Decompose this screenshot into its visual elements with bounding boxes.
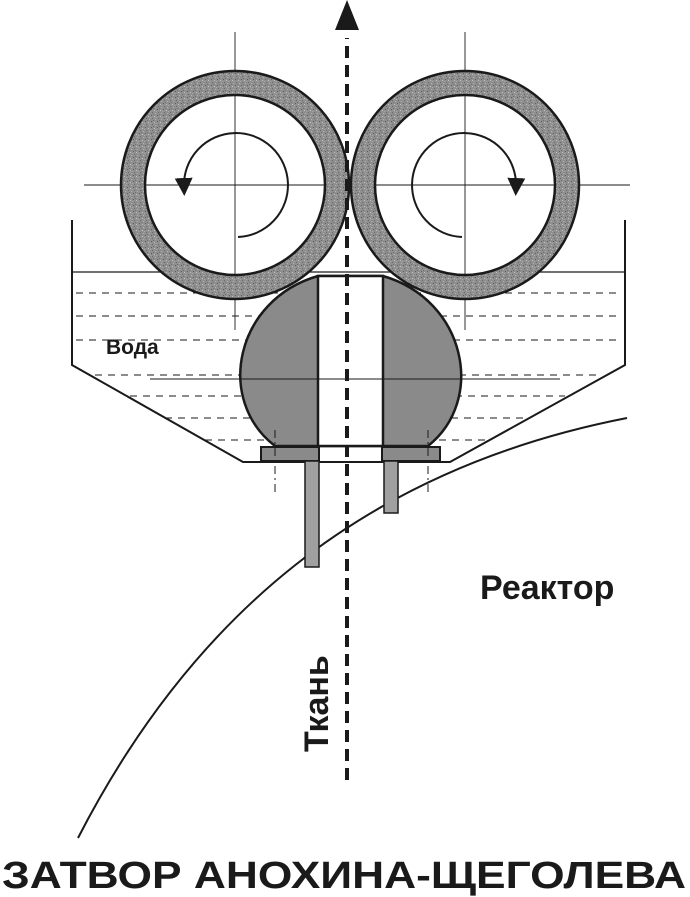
fabric-up-arrow-icon xyxy=(335,0,359,30)
seal-base-plate-right xyxy=(381,446,441,462)
label-water: Вода xyxy=(106,336,159,359)
roller-right xyxy=(349,69,581,301)
seal-slot xyxy=(316,274,385,448)
label-reactor: Реактор xyxy=(480,569,614,607)
rod-axis-lines xyxy=(274,430,429,492)
reactor-wall-curve xyxy=(77,417,628,839)
support-rod-right xyxy=(383,460,399,514)
label-fabric: Ткань xyxy=(298,655,336,752)
rotation-arrow-right-icon xyxy=(411,132,526,238)
support-rod-left xyxy=(304,460,320,568)
roller-left xyxy=(119,69,351,301)
rotation-arrow-left-icon xyxy=(174,132,289,238)
seal-base-plate-left xyxy=(260,446,320,462)
diagram-title: ЗАТВОР АНОХИНА-ЩЕГОЛЕВА xyxy=(2,855,686,897)
